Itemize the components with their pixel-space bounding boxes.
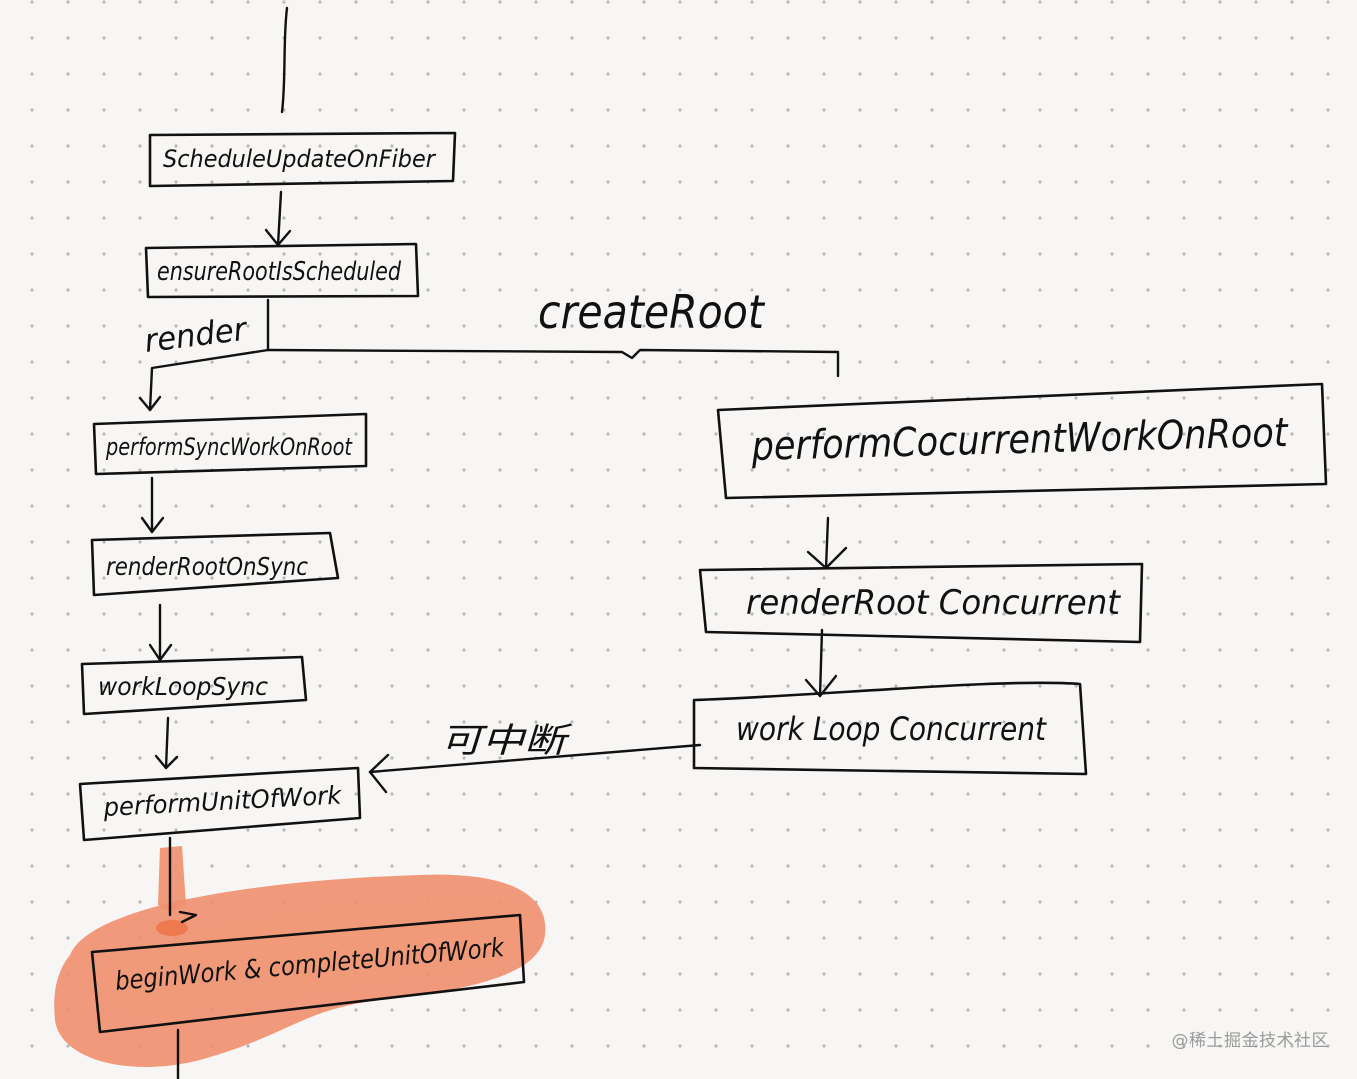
arrow-schedule-to-ensure — [276, 190, 283, 247]
arrow-loop-to-unit — [164, 716, 170, 770]
node-work-loop-sync: workLoopSync — [98, 672, 268, 701]
box-begin-complete — [90, 913, 526, 1034]
branch-line — [266, 348, 840, 378]
arrow-head — [148, 643, 173, 662]
arrow-head — [138, 395, 162, 412]
node-ensure-root: ensureRootIsScheduled — [157, 257, 401, 287]
box-ensure-root — [144, 242, 420, 299]
arrow-head — [178, 910, 198, 924]
box-render-root-concurrent — [698, 562, 1144, 644]
node-work-loop-concurrent: work Loop Concurrent — [736, 710, 1047, 748]
edge-label-interruptible: 可中断 — [440, 721, 573, 761]
entry-line — [280, 6, 289, 114]
box-perform-unit — [78, 766, 362, 842]
edge-label-render: render — [142, 310, 250, 360]
arrow-render-to-loop-concurrent — [818, 628, 824, 698]
box-perform-concurrent — [716, 382, 1328, 500]
box-render-root-sync — [90, 531, 340, 597]
arrow-head — [154, 754, 179, 770]
node-render-root-sync: renderRootOnSync — [106, 552, 308, 581]
box-perform-sync — [92, 412, 368, 476]
node-schedule-update: ScheduleUpdateOnFiber — [163, 145, 437, 173]
arrow-head — [140, 516, 165, 534]
arrow-loop-concurrent-to-unit — [368, 743, 702, 774]
watermark: @稀土掘金技术社区 — [1171, 1031, 1329, 1051]
arrow-head — [368, 753, 390, 794]
arrow-concurrent-to-render — [824, 516, 830, 570]
edge-label-create-root: createRoot — [538, 285, 766, 339]
connectors — [138, 6, 848, 1079]
arrow-head — [804, 674, 838, 698]
box-work-loop-sync — [80, 655, 308, 716]
node-render-root-concurrent: renderRoot Concurrent — [746, 583, 1122, 623]
node-labels: ScheduleUpdateOnFiber ensureRootIsSchedu… — [98, 145, 1289, 997]
node-boxes — [78, 131, 1328, 1034]
box-schedule-update — [148, 131, 457, 188]
node-perform-concurrent: performCocurrentWorkOnRoot — [750, 410, 1289, 470]
box-work-loop-concurrent — [692, 681, 1088, 776]
node-perform-sync: performSyncWorkOnRoot — [105, 433, 353, 461]
branch-left — [148, 348, 270, 412]
node-perform-unit: performUnitOfWork — [102, 780, 344, 822]
